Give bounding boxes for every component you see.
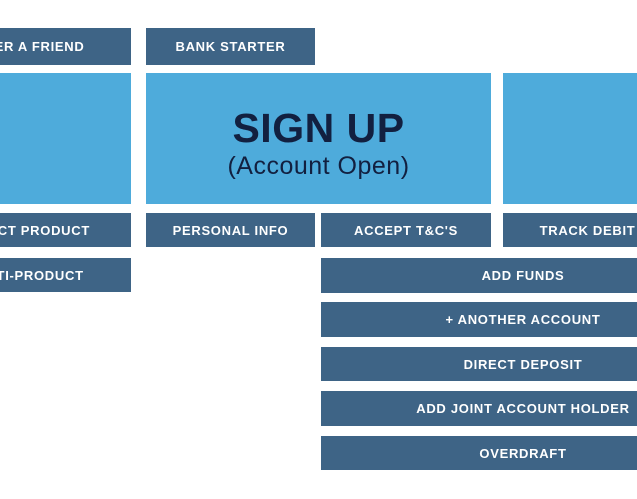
panel-left-blue	[0, 73, 131, 204]
panel-sign-up: SIGN UP (Account Open)	[146, 73, 491, 204]
option-direct-deposit: DIRECT DEPOSIT	[321, 347, 637, 381]
step-accept-tcs: ACCEPT T&C's	[321, 213, 491, 247]
option-another-account-label: + ANOTHER ACCOUNT	[445, 312, 601, 327]
option-add-funds: ADD FUNDS	[321, 258, 637, 293]
option-multi-product-label: MULTI-PRODUCT	[0, 267, 84, 283]
option-direct-deposit-label: DIRECT DEPOSIT	[463, 356, 583, 372]
option-add-joint-account-holder: ADD JOINT ACCOUNT HOLDER	[321, 391, 637, 426]
option-add-funds-label: ADD FUNDS	[481, 268, 565, 283]
option-multi-product: MULTI-PRODUCT	[0, 258, 131, 292]
step-select-product-label: SELECT PRODUCT	[0, 222, 90, 238]
option-overdraft: OVERDRAFT	[321, 436, 637, 470]
sign-up-title: SIGN UP	[232, 105, 405, 152]
option-another-account: + ANOTHER ACCOUNT	[321, 302, 637, 337]
step-accept-tcs-label: ACCEPT T&C's	[354, 222, 458, 238]
option-overdraft-label: OVERDRAFT	[479, 445, 567, 461]
header-refer-a-friend-label: REFER A FRIEND	[0, 39, 85, 54]
panel-right-blue	[503, 73, 637, 204]
step-select-product: SELECT PRODUCT	[0, 213, 131, 247]
step-personal-info: PERSONAL INFO	[146, 213, 315, 247]
header-bank-starter: BANK STARTER	[146, 28, 315, 65]
header-bank-starter-label: BANK STARTER	[175, 39, 286, 54]
step-track-debit: TRACK DEBIT	[503, 213, 637, 247]
step-track-debit-label: TRACK DEBIT	[539, 222, 636, 238]
option-add-joint-account-holder-label: ADD JOINT ACCOUNT HOLDER	[416, 401, 630, 416]
step-personal-info-label: PERSONAL INFO	[172, 222, 289, 238]
header-refer-a-friend: REFER A FRIEND	[0, 28, 131, 65]
sign-up-subtitle: (Account Open)	[227, 152, 410, 181]
